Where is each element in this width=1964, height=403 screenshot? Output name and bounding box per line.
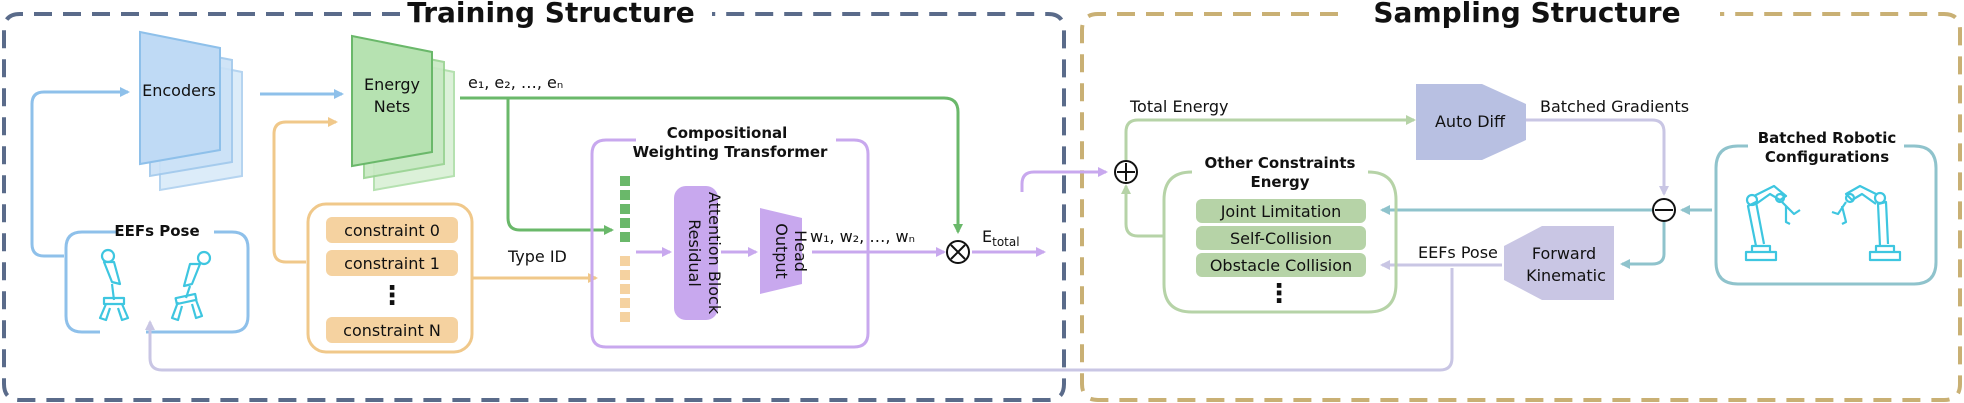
energy-outputs-label: e₁, e₂, …, eₙ xyxy=(468,73,563,92)
transformer-title-2: Weighting Transformer xyxy=(633,143,828,161)
energy-nets-label-1: Energy xyxy=(364,75,420,94)
constraints-to-sum-arrow xyxy=(1121,184,1164,238)
constraint-item-obstacle xyxy=(1196,253,1366,277)
residual-label-1: Residual xyxy=(685,219,704,287)
total-energy-label: Total Energy xyxy=(1129,97,1228,116)
transformer-title-1: Compositional xyxy=(667,124,788,142)
eef-to-encoders-arrow xyxy=(30,87,130,258)
constraints-box xyxy=(306,202,474,354)
forward-kinematic-block xyxy=(1504,226,1614,300)
auto-diff-label: Auto Diff xyxy=(1435,112,1506,131)
minus-icon xyxy=(1652,198,1676,222)
eefs-pose-box: EEFs Pose xyxy=(64,222,250,334)
etotal-label: Etotal xyxy=(982,227,1020,249)
constraint-n-label: constraint N xyxy=(343,321,441,340)
other-constraints-title-2: Energy xyxy=(1250,173,1309,191)
residual-attention-block xyxy=(674,186,718,320)
self-collision-label: Self-Collision xyxy=(1230,229,1332,248)
auto-diff-block xyxy=(1416,84,1526,160)
constraints-to-energy-arrow xyxy=(272,117,338,264)
robot-arm-right-icon xyxy=(1831,184,1902,262)
constraint-chip-1 xyxy=(326,250,458,276)
other-constraints-ellipsis: ⋮ xyxy=(1266,279,1292,309)
type-id-label: Type ID xyxy=(507,247,567,266)
forward-kinematic-label-1: Forward xyxy=(1532,244,1596,263)
gripper-left-icon xyxy=(98,248,130,322)
energy-nets-label-2: Nets xyxy=(374,97,410,116)
eef-feedback-arrow xyxy=(145,268,1454,372)
energy-nets-block: Energy Nets xyxy=(351,34,455,192)
constraint-0-label: constraint 0 xyxy=(344,221,440,240)
constraint-item-joint xyxy=(1196,199,1366,223)
constraints-ellipsis: ⋮ xyxy=(379,281,405,311)
energies-to-product-arrow xyxy=(460,96,963,234)
joint-limitation-label: Joint Limitation xyxy=(1220,202,1342,221)
token-sequence xyxy=(620,176,630,322)
output-head-label-1: Output xyxy=(772,223,791,279)
sum-icon xyxy=(1114,160,1138,184)
residual-label-2: Attention Block xyxy=(705,192,724,315)
sampling-title: Sampling Structure xyxy=(1373,0,1680,29)
gradients-arrow xyxy=(1526,118,1669,196)
forward-kinematic-label-2: Kinematic xyxy=(1526,266,1606,285)
weights-label: w₁, w₂, …, wₙ xyxy=(810,227,915,246)
encoders-label: Encoders xyxy=(142,81,216,100)
other-constraints-box xyxy=(1162,170,1398,314)
constraint-chip-0 xyxy=(326,217,458,243)
minus-to-fk-arrow xyxy=(1620,222,1666,269)
other-constraints-title-1: Other Constraints xyxy=(1205,154,1356,172)
training-title: Training Structure xyxy=(407,0,695,29)
eefs-pose-title: EEFs Pose xyxy=(114,222,199,240)
product-icon xyxy=(946,240,970,264)
output-head-block xyxy=(760,208,802,294)
total-energy-arrow xyxy=(1124,115,1416,160)
batched-gradients-label: Batched Gradients xyxy=(1540,97,1689,116)
energies-to-transformer-arrow xyxy=(506,98,614,235)
encoders-block: Encoders xyxy=(139,30,243,192)
constraint-chip-n xyxy=(326,317,458,343)
transformer-box xyxy=(590,138,870,349)
gripper-right-icon xyxy=(170,250,212,322)
constraint-1-label: constraint 1 xyxy=(344,254,440,273)
eefs-pose-sampling-label: EEFs Pose xyxy=(1418,243,1498,262)
robot-arm-left-icon xyxy=(1744,184,1801,262)
output-head-label-2: Head xyxy=(791,230,810,272)
batched-configs-title-1: Batched Robotic xyxy=(1758,129,1897,147)
obstacle-collision-label: Obstacle Collision xyxy=(1210,256,1352,275)
batched-configs-title-2: Configurations xyxy=(1765,148,1889,166)
constraint-item-self xyxy=(1196,226,1366,250)
batched-configs-box xyxy=(1714,144,1938,286)
etotal-to-sum-arrow xyxy=(1020,167,1108,192)
